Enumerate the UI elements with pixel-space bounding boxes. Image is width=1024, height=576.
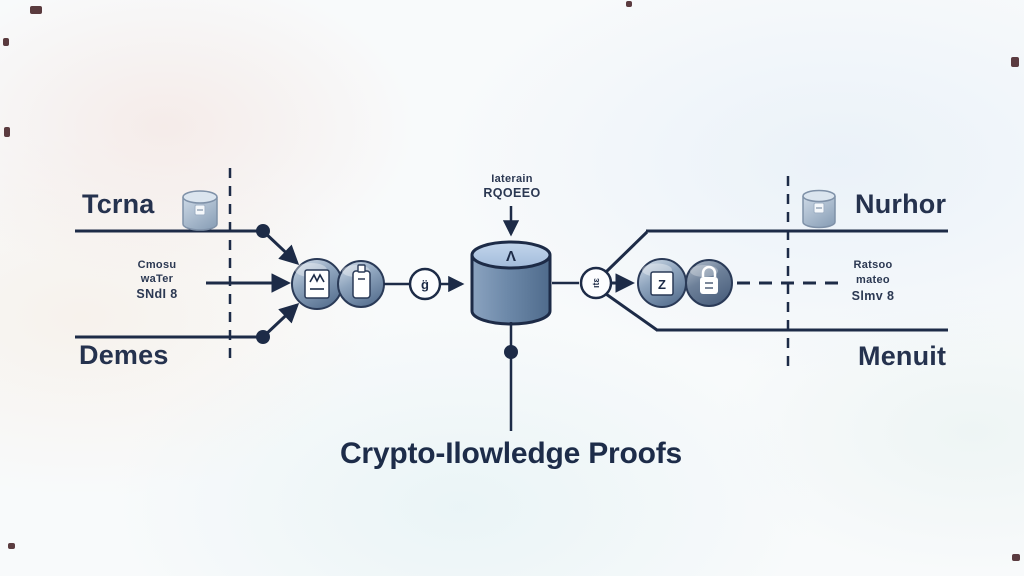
- database-canister-icon: [802, 189, 836, 229]
- label-left-bottom: Demes: [79, 340, 169, 370]
- artifact-dot: [8, 543, 15, 549]
- artifact-dot: [30, 6, 42, 14]
- artifact-dot: [3, 38, 9, 46]
- letter-card-icon: Z: [650, 271, 674, 296]
- center-annotation-line1: Iaterain: [491, 173, 533, 185]
- stem-junction-dot: [504, 345, 518, 359]
- stage-circle-left: g̈: [408, 267, 442, 301]
- database-canister-icon: [182, 190, 218, 231]
- center-annotation-line2: RQOEEO: [483, 186, 540, 200]
- branch-down-diagonal: [605, 292, 658, 332]
- left-bottom-arrow: [261, 302, 300, 339]
- letter-card-glyph: Z: [658, 277, 666, 292]
- artifact-dot: [1012, 554, 1020, 561]
- scroll-icon: [352, 264, 371, 299]
- database-cylinder: Λ: [470, 240, 552, 326]
- branch-up-diagonal: [604, 230, 649, 274]
- label-right-top: Nurhor: [855, 189, 946, 219]
- cylinder-glyph: Λ: [506, 248, 516, 265]
- label-left-top: Tcrna: [82, 189, 155, 219]
- label-right-bottom: Menuit: [858, 341, 946, 371]
- left-note-line3: SNdI 8: [136, 287, 177, 301]
- diagram-title: Crypto-Ilowledge Proofs: [340, 437, 682, 470]
- stage-circle-left-glyph: g̈: [421, 277, 429, 292]
- edge-artifacts: [3, 1, 1020, 561]
- left-top-arrow: [261, 229, 300, 266]
- right-note-line3: Slmv 8: [852, 289, 895, 303]
- right-note-line2: mateo: [856, 274, 890, 286]
- stage-circle-right-glyph: ıtɛ: [591, 277, 601, 287]
- lock-icon: [700, 265, 718, 294]
- artifact-dot: [4, 127, 10, 137]
- node-circle-lock: [685, 259, 733, 307]
- node-circle-document: [291, 258, 343, 310]
- artifact-dot: [1011, 57, 1019, 67]
- left-note-line2: waTer: [140, 273, 174, 285]
- document-icon: [304, 269, 330, 299]
- node-circle-scroll: [337, 260, 385, 308]
- right-note-line1: Ratsoo: [853, 259, 892, 271]
- stage-circle-right: ıtɛ: [579, 266, 613, 300]
- artifact-dot: [626, 1, 632, 7]
- left-note-line1: Cmosu: [138, 259, 177, 271]
- node-circle-letter: Z: [637, 258, 687, 308]
